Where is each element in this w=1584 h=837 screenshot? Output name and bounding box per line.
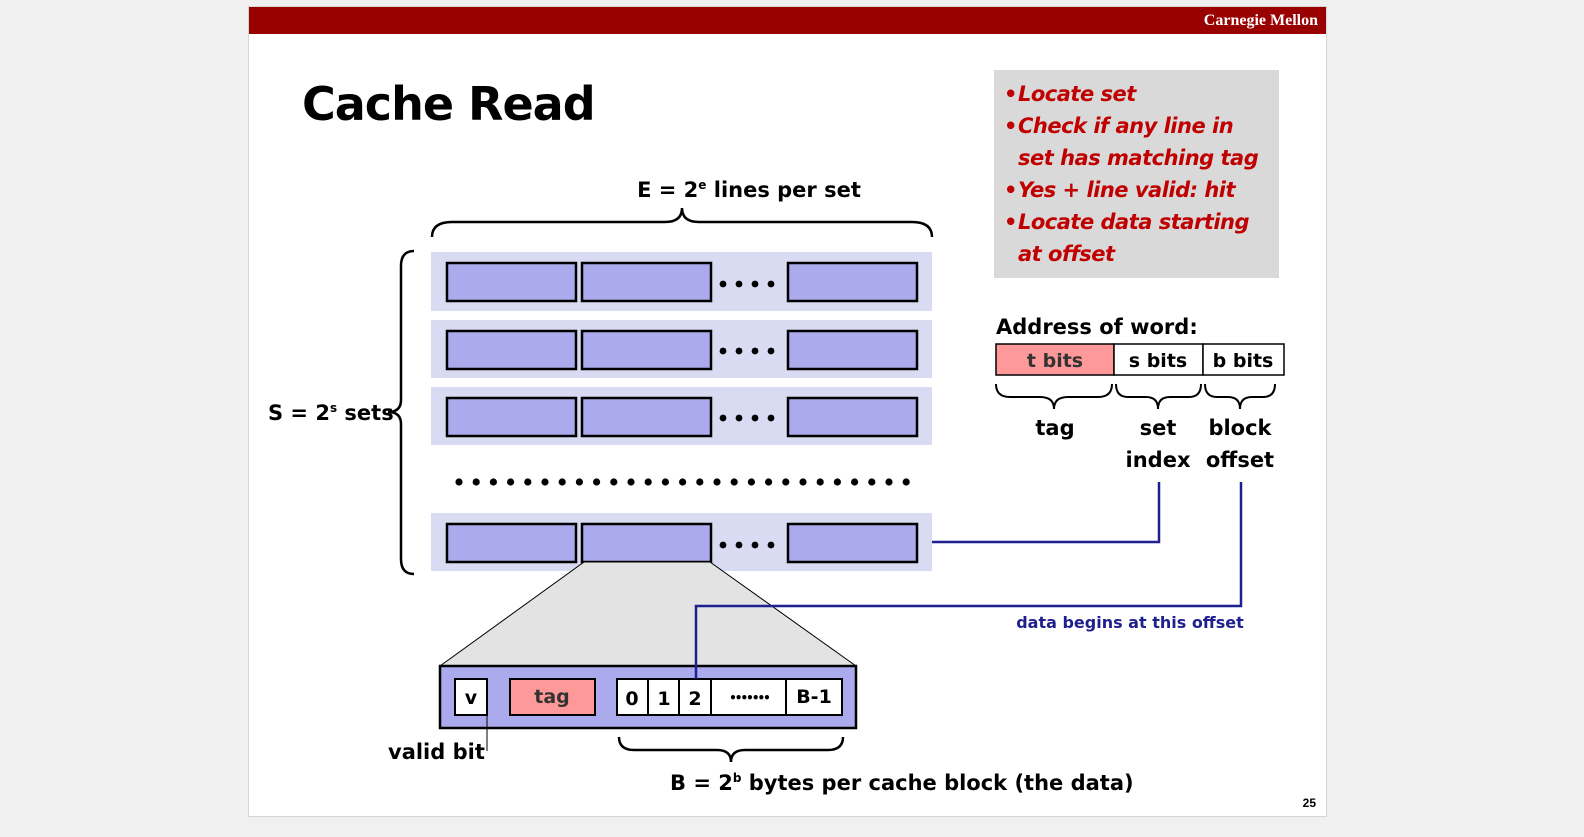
cache-line	[580, 396, 713, 438]
note-item: Yes + line valid: hit	[1004, 174, 1269, 206]
sets-label: S = 2s sets	[268, 401, 394, 425]
ellipsis-dot	[524, 478, 532, 486]
brand-label: Carnegie Mellon	[1203, 12, 1318, 29]
line-ellipsis	[719, 541, 775, 549]
cache-line-selected	[580, 522, 713, 564]
data-block	[616, 678, 843, 716]
ellipsis-dot	[679, 478, 687, 486]
valid-box	[454, 678, 488, 716]
b-bits-field	[1202, 343, 1285, 376]
set-index-label-line2: index	[1126, 448, 1191, 472]
set-index-brace	[1115, 383, 1202, 410]
set-index-label-line1: set	[1140, 416, 1177, 440]
cache-line	[445, 396, 578, 438]
b-bits-label: b bits	[1213, 350, 1274, 372]
data-begins-label: data begins at this offset	[1016, 613, 1244, 632]
set-index-pointer	[932, 482, 1161, 544]
line-ellipsis	[719, 414, 775, 422]
notes-box: Locate set Check if any line in set has …	[994, 70, 1279, 278]
cache-line	[580, 329, 713, 371]
ellipsis-dot	[575, 478, 584, 486]
cache-line	[786, 261, 919, 303]
ellipsis-dot	[730, 478, 738, 486]
bytes-per-block-label: B = 2b bytes per cache block (the data)	[670, 771, 1134, 795]
ellipsis-dot	[868, 478, 876, 486]
zoom-projection	[438, 561, 858, 667]
tag-box-label: tag	[534, 686, 570, 708]
ellipsis-dot	[696, 478, 704, 486]
valid-bit-label: valid bit	[388, 740, 485, 764]
cache-set	[431, 387, 932, 445]
ellipsis-dot	[541, 478, 549, 486]
slide: Carnegie Mellon Cache Read Locate set Ch…	[248, 6, 1327, 817]
block-offset-label-line2: offset	[1206, 448, 1274, 472]
lines-per-set-label: E = 2e lines per set	[637, 178, 861, 202]
cache-line	[786, 396, 919, 438]
block-offset-label-line1: block	[1208, 416, 1272, 440]
cache-line	[445, 329, 578, 371]
t-bits-field	[995, 343, 1115, 376]
line-ellipsis	[719, 347, 775, 355]
ellipsis-dot	[661, 478, 670, 486]
ellipsis-dot	[472, 478, 480, 486]
ellipsis-dot	[765, 478, 773, 486]
cache-line	[580, 261, 713, 303]
ellipsis-dot	[644, 478, 652, 486]
tag-field-label: tag	[1035, 416, 1074, 440]
block-offset-brace	[1204, 383, 1276, 410]
byte-2: 2	[688, 688, 701, 710]
cache-line	[786, 329, 919, 371]
bytes-brace	[617, 736, 845, 763]
cache-set	[431, 320, 932, 378]
header-bar: Carnegie Mellon	[249, 7, 1326, 34]
address-heading: Address of word:	[996, 315, 1198, 339]
ellipsis-dot	[558, 478, 566, 486]
ellipsis-dot	[833, 478, 842, 486]
ellipsis-dot	[747, 478, 756, 486]
ellipsis-dot	[816, 478, 824, 486]
s-bits-label: s bits	[1129, 350, 1187, 372]
ellipsis-dot	[489, 478, 497, 486]
line-ellipsis	[719, 280, 775, 288]
page-number: 25	[1302, 796, 1316, 810]
block-offset-pointer	[694, 482, 1243, 679]
tag-box	[509, 678, 596, 716]
byte-ellipsis: •••••••	[729, 691, 769, 705]
ellipsis-dot	[610, 478, 618, 486]
t-bits-label: t bits	[1027, 350, 1083, 372]
lines-brace	[430, 207, 934, 238]
byte-1: 1	[657, 688, 670, 710]
sets-ellipsis	[455, 478, 910, 486]
byte-0: 0	[625, 688, 638, 710]
ellipsis-dot	[885, 478, 893, 486]
s-bits-field	[1113, 343, 1204, 376]
ellipsis-dot	[782, 478, 790, 486]
ellipsis-dot	[507, 478, 515, 486]
cache-set-selected	[431, 513, 932, 571]
page-title: Cache Read	[302, 77, 596, 131]
ellipsis-dot	[455, 478, 463, 486]
note-item: Check if any line in set has matching ta…	[1004, 110, 1269, 174]
ellipsis-dot	[851, 478, 859, 486]
cache-line	[445, 522, 578, 564]
ellipsis-dot	[627, 478, 635, 486]
note-item: Locate data starting at offset	[1004, 206, 1269, 270]
valid-label: v	[465, 687, 478, 709]
ellipsis-dot	[799, 478, 807, 486]
cache-line	[445, 261, 578, 303]
ellipsis-dot	[713, 478, 721, 486]
byte-last: B-1	[796, 686, 832, 708]
ellipsis-dot	[593, 478, 601, 486]
note-item: Locate set	[1004, 78, 1269, 110]
tag-brace	[995, 383, 1113, 410]
cache-set	[431, 252, 932, 311]
ellipsis-dot	[902, 478, 910, 486]
sets-brace	[387, 249, 415, 576]
cache-line	[786, 522, 919, 564]
